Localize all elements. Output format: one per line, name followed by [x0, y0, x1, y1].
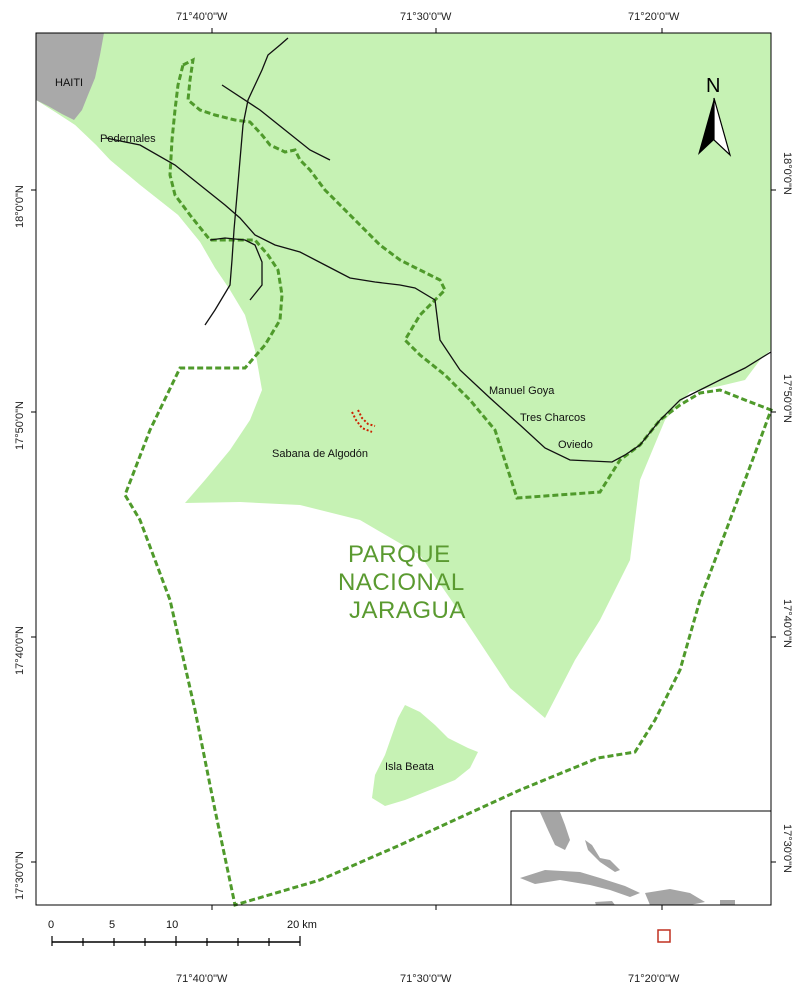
haiti-label: HAITI	[55, 77, 83, 89]
lat-label-right-3: 17°40'0"N	[781, 599, 793, 648]
inset-cuba	[520, 870, 640, 897]
road-coast	[209, 237, 263, 301]
lon-label-bottom-2: 71°30'0"W	[400, 973, 452, 985]
inset-locator-box	[657, 929, 671, 943]
mainland-land	[36, 33, 771, 718]
road-north	[204, 37, 289, 326]
road-main	[105, 137, 772, 463]
scale-tick-20: 20 km	[287, 919, 317, 931]
inset-jamaica	[595, 901, 615, 905]
lon-label-top-1: 71°40'0"W	[176, 11, 228, 23]
lat-label-right-2: 17°50'0"N	[781, 374, 793, 423]
park-name-line-2: NACIONAL	[338, 569, 465, 596]
lat-label-left-2: 17°50'0"N	[14, 401, 26, 450]
lat-label-left-1: 18°0'0"N	[14, 185, 26, 228]
inset-bahamas	[585, 840, 620, 872]
park-name-line-3: JARAGUA	[349, 597, 466, 624]
roads	[105, 37, 772, 463]
scale-tick-0: 0	[48, 919, 54, 931]
sabana-marker	[351, 409, 376, 433]
road-northeast	[221, 84, 331, 161]
park-name-line-1: PARQUE	[348, 541, 451, 568]
western-bay	[36, 100, 230, 368]
haiti-land	[36, 33, 104, 120]
scale-bar: 0 5 10 20 km	[48, 919, 317, 946]
inset-hispaniola	[645, 889, 705, 905]
lat-label-right-1: 18°0'0"N	[781, 152, 793, 195]
north-arrow: N	[698, 75, 732, 157]
lon-label-top-3: 71°20'0"W	[628, 11, 680, 23]
scale-ticks	[51, 936, 301, 946]
north-arrow-label: N	[706, 75, 720, 97]
frame-ticks	[31, 28, 776, 910]
lon-label-top-2: 71°30'0"W	[400, 11, 452, 23]
inset-florida	[540, 812, 570, 850]
place-manuel-goya: Manuel Goya	[489, 385, 555, 397]
map-frame: HAITI Pedernales Manuel Goya Tres Charco…	[36, 33, 773, 946]
inset-puerto-rico	[720, 900, 735, 905]
north-arrow-left-half	[698, 98, 714, 155]
park-boundary-line	[123, 57, 773, 907]
inset-map	[510, 810, 772, 943]
place-oviedo: Oviedo	[558, 439, 593, 451]
lon-label-bottom-3: 71°20'0"W	[628, 973, 680, 985]
place-tres-charcos: Tres Charcos	[520, 412, 586, 424]
north-arrow-right-half	[713, 97, 732, 157]
place-isla-beata: Isla Beata	[385, 761, 435, 773]
lon-label-bottom-1: 71°40'0"W	[176, 973, 228, 985]
isla-beata-land	[372, 705, 478, 806]
place-pedernales: Pedernales	[100, 133, 156, 145]
scale-tick-10: 10	[166, 919, 178, 931]
map-border	[35, 32, 772, 906]
lat-label-left-4: 17°30'0"N	[14, 851, 26, 900]
lat-label-left-3: 17°40'0"N	[14, 626, 26, 675]
place-sabana-de-algodon: Sabana de Algodón	[272, 448, 368, 460]
lat-label-right-4: 17°30'0"N	[781, 824, 793, 873]
scale-tick-5: 5	[109, 919, 115, 931]
